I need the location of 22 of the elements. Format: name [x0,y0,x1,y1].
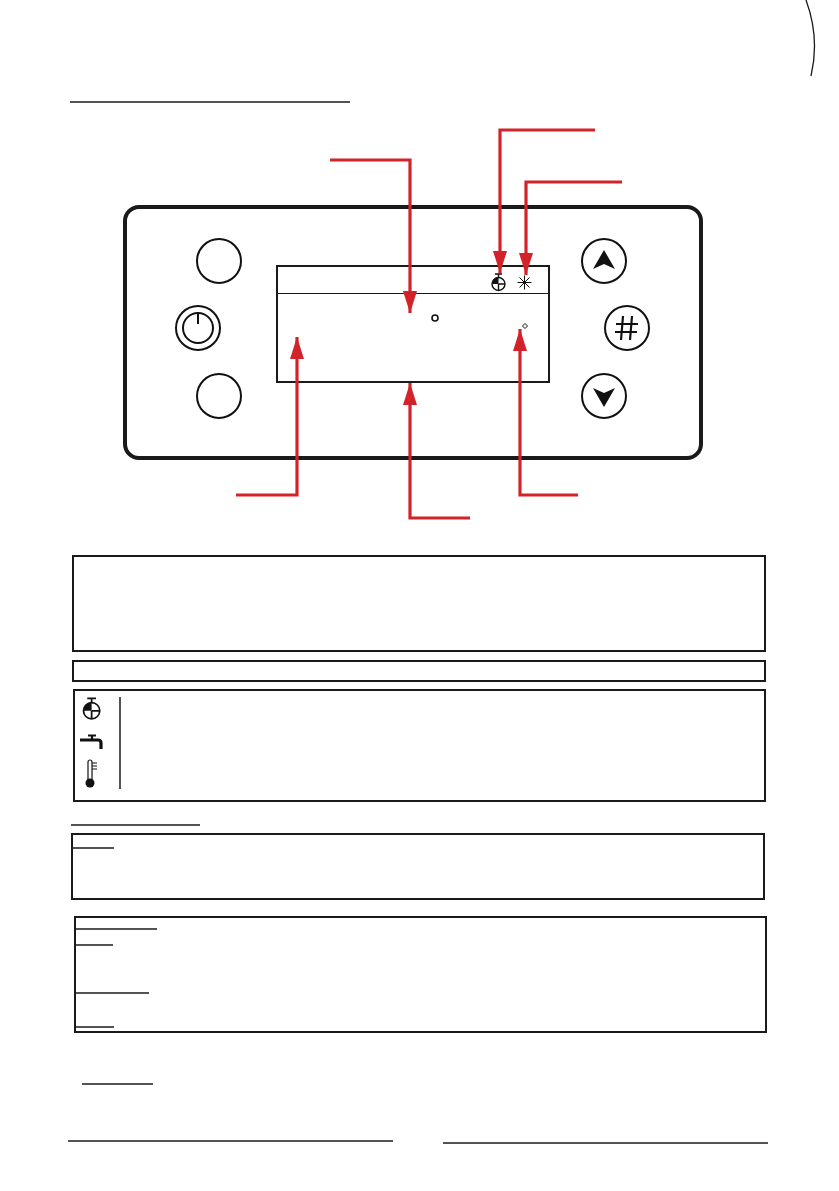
hash-button [604,305,650,351]
down-button [581,373,627,419]
timer-icon [490,273,507,292]
control-panel [123,205,703,460]
info-box [71,833,765,900]
power-button [175,305,221,351]
degree-symbol [431,314,439,322]
display-screen [276,265,550,383]
symbol-box [73,689,766,802]
round-button [196,373,242,419]
leader-arrow [403,383,470,520]
leader-arrow [513,329,578,497]
info-box [74,916,767,1033]
round-button [196,238,242,284]
info-box [72,555,766,652]
leader-arrow [493,128,595,273]
up-button [581,238,627,284]
info-box [72,660,766,682]
leader-arrow [519,180,622,275]
leader-arrow [236,337,304,497]
snowflake-icon [517,275,532,290]
leader-arrow [330,158,417,313]
